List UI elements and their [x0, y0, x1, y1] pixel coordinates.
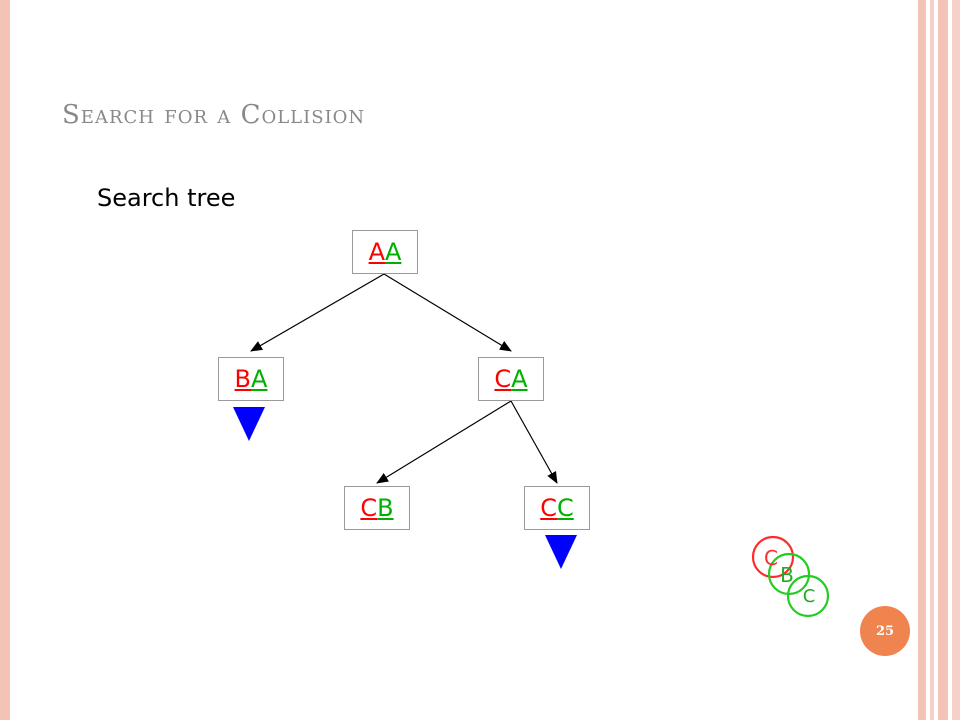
edge-ca-cb — [376, 400, 512, 484]
node-aa-first: A — [368, 238, 385, 266]
node-ba-second: A — [251, 365, 268, 393]
slide-subtitle: Search tree — [97, 184, 236, 212]
edge-aa-ca — [383, 273, 512, 352]
node-ca-second: A — [511, 365, 528, 393]
slide-right-border — [918, 0, 960, 720]
stack-letter-1: C — [764, 546, 778, 570]
slide-left-border — [0, 0, 10, 720]
node-aa-second: A — [385, 238, 402, 266]
node-cc-first: C — [540, 494, 557, 522]
stack-circle-1 — [751, 535, 795, 579]
pruned-marker-cc — [545, 535, 577, 569]
node-cb-first: C — [360, 494, 378, 522]
pruned-marker-ba — [233, 407, 265, 441]
stack-letter-2: B — [780, 563, 794, 587]
stack-letter-3: C — [803, 586, 816, 607]
node-cb-second: B — [377, 494, 394, 522]
edge-ca-cc — [510, 400, 558, 484]
slide-title: Search for a Collision — [62, 100, 366, 130]
node-ba-first: B — [234, 365, 252, 393]
edge-aa-ba — [250, 273, 385, 352]
page-number-badge: 25 — [860, 606, 910, 656]
node-cc-second: C — [557, 494, 574, 522]
stack-circle-3 — [786, 574, 830, 618]
node-ca-first: C — [494, 365, 512, 393]
